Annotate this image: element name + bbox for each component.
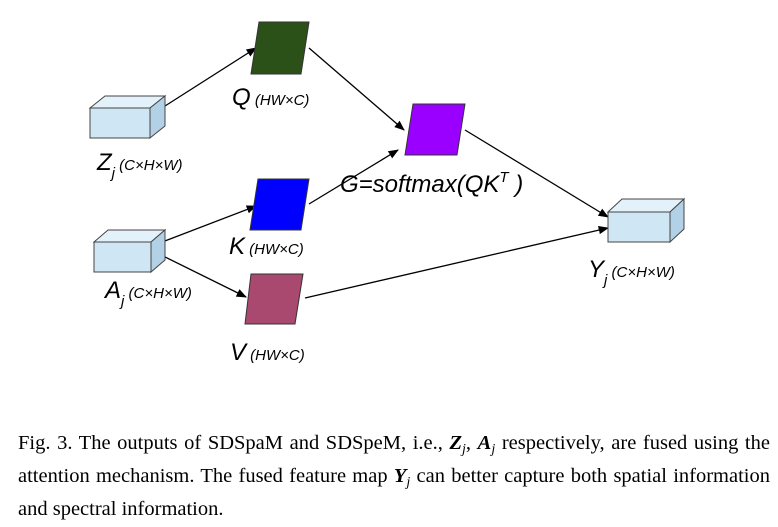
- arrow-z-to-q: [164, 47, 257, 107]
- cube-a-front: [93, 241, 152, 273]
- cube-z-front: [89, 107, 151, 139]
- caption-a-sub: j: [491, 442, 496, 457]
- q-matrix: [250, 21, 310, 75]
- caption-z: Z: [449, 432, 463, 454]
- cube-y: [606, 197, 686, 244]
- arrow-a-to-v: [156, 252, 247, 298]
- g-matrix: [404, 103, 466, 156]
- label-k: K (HW×C): [229, 233, 304, 260]
- caption-z-sub: j: [462, 442, 466, 457]
- cube-y-side: [669, 197, 685, 244]
- caption-text-1: The outputs of SDSpaM and SDSpeM, i.e.,: [72, 432, 450, 454]
- caption-fig-label: Fig. 3.: [18, 432, 73, 454]
- v-matrix: [244, 273, 304, 325]
- arrow-v-to-y: [304, 226, 610, 299]
- cube-a-side: [150, 228, 166, 274]
- caption-y: Y: [393, 465, 407, 487]
- label-v: V (HW×C): [230, 339, 305, 366]
- caption-text-2: respectively, are fused using the attent…: [18, 432, 770, 487]
- k-matrix: [249, 178, 310, 231]
- cube-y-front: [607, 211, 671, 243]
- label-g: G=softmax(QKT ): [340, 169, 523, 198]
- label-a: Aj (C×H×W): [103, 277, 192, 310]
- arrow-k-to-g: [308, 149, 399, 205]
- cube-z: [88, 94, 167, 140]
- caption-y-sub: j: [406, 475, 411, 490]
- caption-a: A: [477, 432, 492, 454]
- arrows: [156, 47, 610, 299]
- figure-caption: Fig. 3. The outputs of SDSpaM and SDSpeM…: [18, 430, 770, 522]
- arrow-a-to-k: [156, 205, 257, 245]
- caption-text-3: can better capture both spatial informat…: [18, 465, 770, 520]
- label-z: Zj (C×H×W): [96, 149, 183, 182]
- label-q: Q (HW×C): [232, 84, 309, 111]
- arrow-q-to-g: [308, 47, 405, 131]
- attention-fusion-diagram: Q (HW×C) Zj (C×H×W) G=softmax(QKT ) K (H…: [88, 21, 686, 366]
- arrow-g-to-y: [464, 129, 609, 218]
- caption-comma: ,: [465, 432, 478, 454]
- cube-a: [92, 228, 167, 274]
- cube-z-side: [149, 94, 166, 140]
- label-y: Yj (C×H×W): [588, 256, 675, 289]
